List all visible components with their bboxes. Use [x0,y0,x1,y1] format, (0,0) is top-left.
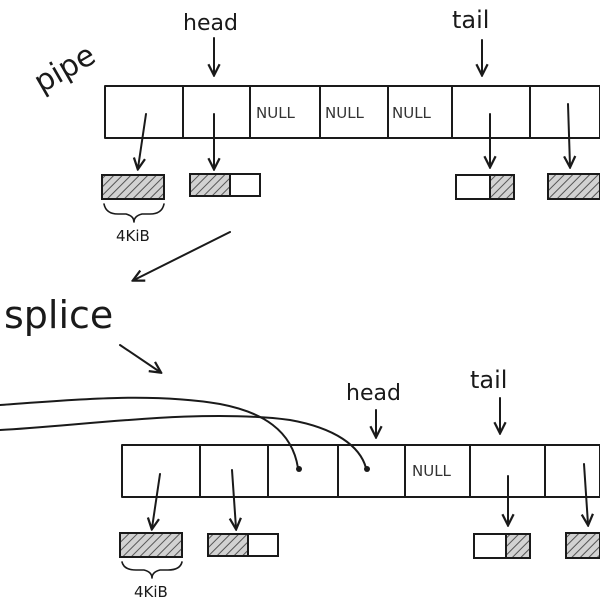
splice-input-line [0,396,299,469]
splice-endpoint-dot [364,466,370,472]
top-buffer-size-label: 4KiB [116,227,150,245]
top-head-label: head [183,11,238,36]
bottom-page-buffer [473,533,531,559]
splice-input-line [0,414,367,469]
transition-arrow [134,231,231,280]
top-slot-null: NULL [392,104,432,122]
top-slot-pointer [138,113,147,168]
bottom-slot-pointer [152,473,161,528]
top-page-buffer [547,173,600,200]
top-pipe-ring [104,85,600,139]
bottom-buffer-size-brace [121,561,183,579]
bottom-slot-pointer [232,469,236,528]
bottom-page-buffer [119,532,183,558]
top-page-buffer [189,173,261,197]
bottom-page-buffer [565,532,600,559]
bottom-page-buffer [207,533,279,557]
splice-label: splice [4,293,113,337]
bottom-buffer-size-label: 4KiB [134,583,168,600]
top-page-buffer [455,174,515,200]
splice-arrow [119,344,160,372]
top-page-buffer [101,174,165,200]
top-buffer-size-brace [103,203,165,223]
bottom-tail-label: tail [470,366,507,394]
top-tail-label: tail [452,6,489,34]
top-slot-null: NULL [325,104,365,122]
splice-endpoint-dot [296,466,302,472]
bottom-pipe-ring [121,444,600,498]
top-slot-null: NULL [256,104,296,122]
bottom-slot-pointer [584,463,588,524]
bottom-head-label: head [346,381,401,406]
top-slot-pointer [568,103,570,166]
bottom-slot-null: NULL [412,462,452,480]
pipe-label: pipe [28,38,102,101]
